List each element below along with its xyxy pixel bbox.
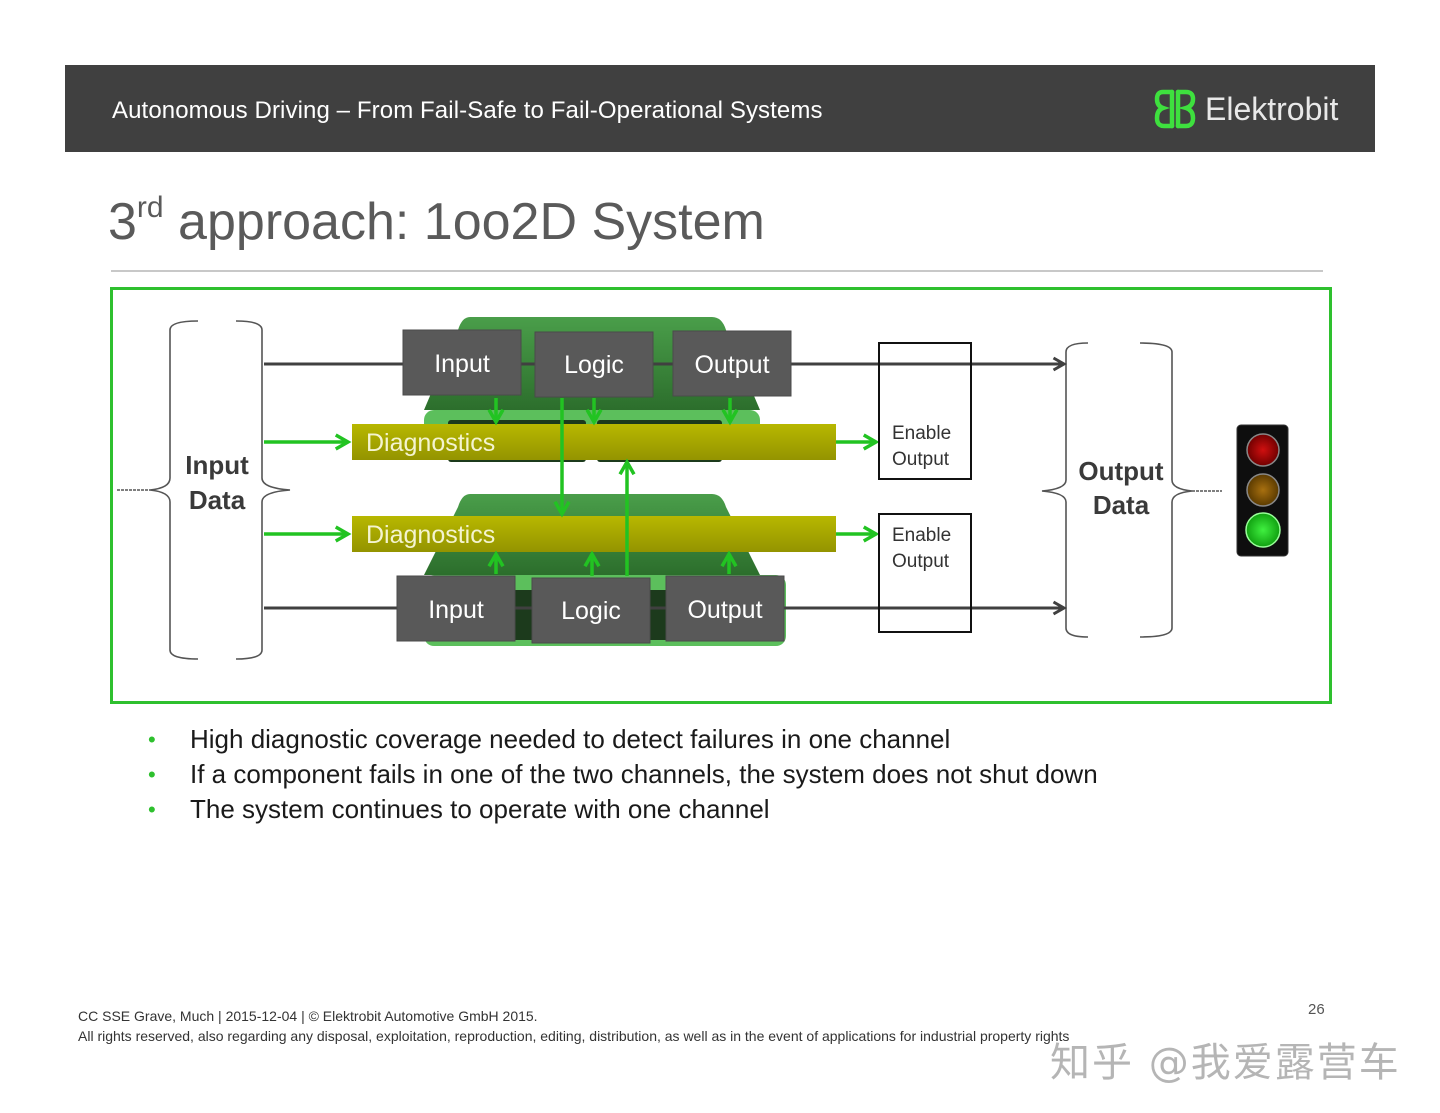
channel-b-input-block: Input (396, 575, 516, 642)
title-superscript: rd (136, 191, 164, 224)
svg-text:Input: Input (428, 596, 484, 624)
channel-a-output-block: Output (672, 330, 792, 397)
channel-b-output-block: Output (665, 575, 785, 642)
slide-title: 3rd approach: 1oo2D System (108, 192, 765, 252)
channel-a-input-block: Input (402, 329, 522, 396)
logo-text: Elektrobit (1205, 90, 1339, 127)
traffic-light-amber (1246, 473, 1280, 507)
traffic-light-green (1245, 512, 1281, 548)
channel-a-enable-output-box: Enable Output (878, 342, 972, 480)
svg-text:Diagnostics: Diagnostics (366, 521, 495, 549)
svg-text:Enable: Enable (892, 423, 951, 444)
svg-text:Diagnostics: Diagnostics (366, 429, 495, 457)
svg-text:Output: Output (687, 596, 762, 624)
diagram-frame: Input Data Output Data I (110, 287, 1332, 704)
footer-rights: All rights reserved, also regarding any … (78, 1028, 1070, 1044)
bullet-text: If a component fails in one of the two c… (190, 759, 1098, 789)
input-data-label-line2: Data (189, 485, 246, 515)
page-number: 26 (1308, 1001, 1325, 1018)
output-data-label-line1: Output (1078, 456, 1164, 486)
svg-text:Output: Output (892, 449, 950, 470)
input-data-brace (117, 320, 291, 660)
elektrobit-logo: Elektrobit (1153, 87, 1338, 131)
presentation-title: Autonomous Driving – From Fail-Safe to F… (112, 97, 823, 124)
bullet-item: • High diagnostic coverage needed to det… (148, 722, 1098, 757)
bullet-icon: • (148, 726, 156, 752)
bullet-icon: • (148, 796, 156, 822)
svg-text:Input: Input (434, 350, 490, 378)
channel-b-enable-output-box: Enable Output (878, 513, 972, 633)
output-data-brace (1041, 342, 1222, 638)
svg-text:Enable: Enable (892, 525, 951, 546)
elektrobit-eb-icon (1154, 89, 1196, 129)
slide-header: Autonomous Driving – From Fail-Safe to F… (65, 65, 1375, 152)
title-text: approach: 1oo2D System (163, 193, 765, 251)
channel-a-diagnostics-bar: Diagnostics (352, 424, 836, 460)
bullet-text: High diagnostic coverage needed to detec… (190, 724, 951, 754)
bullet-item: • If a component fails in one of the two… (148, 757, 1098, 792)
svg-text:Output: Output (694, 351, 769, 379)
svg-text:Output: Output (892, 551, 950, 572)
svg-text:Logic: Logic (561, 597, 621, 625)
diagnostic-arrows (264, 398, 880, 576)
input-data-label-line1: Input (185, 450, 249, 480)
bullet-text: The system continues to operate with one… (190, 794, 770, 824)
bullet-icon: • (148, 761, 156, 787)
bullet-item: • The system continues to operate with o… (148, 792, 1098, 827)
output-data-label-line2: Data (1093, 490, 1150, 520)
title-prefix: 3 (108, 193, 137, 251)
traffic-light-red (1246, 433, 1280, 467)
channel-b-diagnostics-bar: Diagnostics (352, 516, 836, 552)
bullet-list: • High diagnostic coverage needed to det… (148, 722, 1098, 827)
svg-text:Logic: Logic (564, 351, 624, 379)
footer-credits: CC SSE Grave, Much | 2015-12-04 | © Elek… (78, 1008, 538, 1024)
title-divider (111, 270, 1323, 272)
traffic-light-icon (1236, 424, 1289, 557)
channel-a-logic-block: Logic (534, 331, 654, 398)
channel-b-logic-block: Logic (531, 577, 651, 644)
watermark: 知乎 @我爱露营车 (1050, 1040, 1401, 1086)
